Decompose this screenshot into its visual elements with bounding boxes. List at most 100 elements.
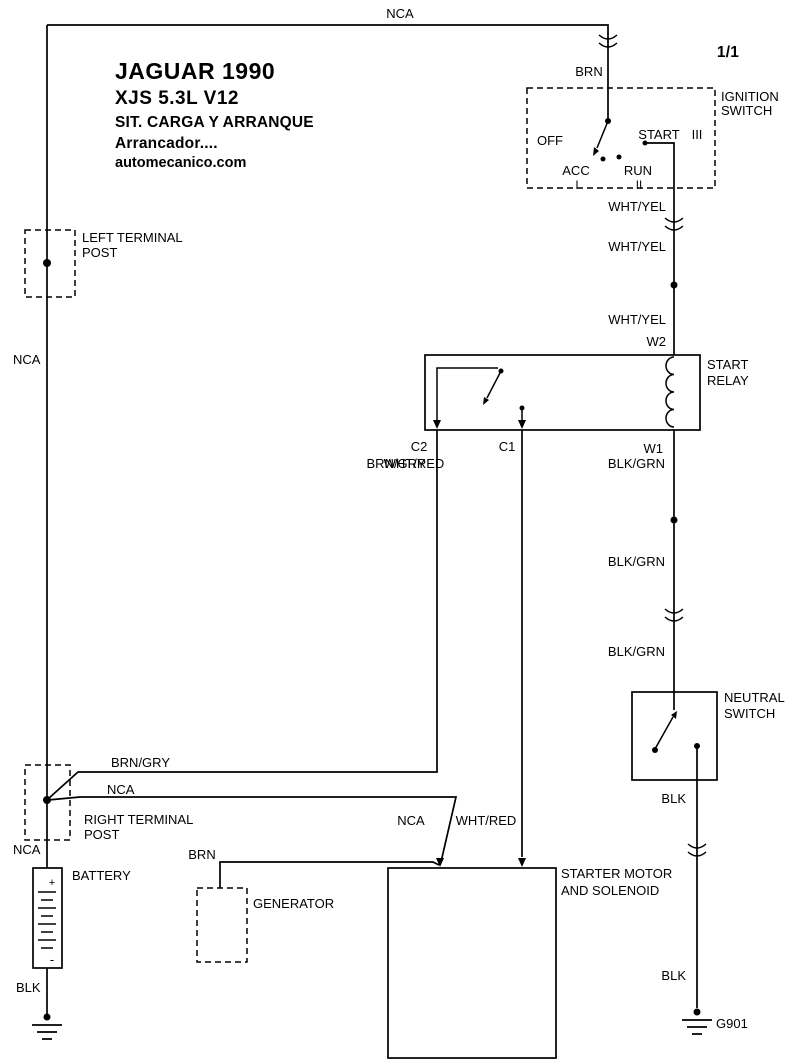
battery-plates-icon bbox=[38, 891, 56, 949]
relay-blade-arrow-icon bbox=[483, 397, 489, 405]
switch-blade bbox=[596, 120, 609, 149]
neutral-switch-label-1: NEUTRAL bbox=[724, 690, 785, 705]
switch-blade bbox=[654, 716, 674, 750]
wire-label-wht-yel-1: WHT/YEL bbox=[608, 199, 666, 214]
generator-label: GENERATOR bbox=[253, 896, 334, 911]
terminal-c2-label: C2 bbox=[411, 439, 428, 454]
wire-c2-brn-gry: BRN/GRY bbox=[47, 430, 438, 800]
wire-blk-to-ground: BLK BLK bbox=[661, 746, 707, 1008]
terminal-w2-label: W2 bbox=[647, 334, 667, 349]
ignition-switch-label-2: SWITCH bbox=[721, 103, 772, 118]
pos-start-label: START bbox=[638, 127, 679, 142]
wire-label-brn-gry-overlap: BRN/GRY bbox=[367, 456, 426, 471]
pos-off-label: OFF bbox=[537, 133, 563, 148]
starter-motor-box bbox=[387, 867, 557, 1059]
wire-label-nca-starter: NCA bbox=[397, 813, 425, 828]
terminal-w1-label: W1 bbox=[644, 441, 664, 456]
generator: BRN GENERATOR bbox=[188, 847, 440, 963]
wire-segment bbox=[219, 861, 440, 888]
contact-dot bbox=[600, 156, 606, 162]
wire-label-nca-battery: NCA bbox=[13, 842, 41, 857]
wire-label-wht-red-overlap: WHT/RED bbox=[384, 456, 445, 471]
wire-wht-yel: WHT/YEL WHT/YEL WHT/YEL W2 bbox=[608, 188, 684, 355]
inline-connector-icon bbox=[687, 843, 707, 849]
relay-contact-wire bbox=[436, 367, 498, 420]
pos-run-roman: II bbox=[636, 180, 642, 192]
ground-icon bbox=[32, 1024, 62, 1040]
wire-label-nca-top: NCA bbox=[386, 6, 414, 21]
inline-connector-icon bbox=[687, 851, 707, 857]
inline-connector-icon bbox=[664, 608, 684, 614]
wire-nca-to-starter: NCA NCA bbox=[47, 782, 458, 867]
wire-label-brn-gry: BRN/GRY bbox=[111, 755, 170, 770]
wire-main-left: NCA NCA bbox=[13, 25, 51, 868]
inline-connector-icon bbox=[598, 34, 618, 40]
right-terminal-post-label-1: RIGHT TERMINAL bbox=[84, 812, 193, 827]
wire-label-blk-grn-3: BLK/GRN bbox=[608, 644, 665, 659]
start-relay-box bbox=[424, 354, 701, 431]
terminal-c1-label: C1 bbox=[499, 439, 516, 454]
ignition-switch: IGNITION SWITCH OFF ACC I RUN II START I… bbox=[526, 87, 779, 192]
wire-label-wht-yel-3: WHT/YEL bbox=[608, 312, 666, 327]
left-terminal-post-label-1: LEFT TERMINAL bbox=[82, 230, 183, 245]
right-terminal-post-label-2: POST bbox=[84, 827, 119, 842]
starter-motor-label-1: STARTER MOTOR bbox=[561, 866, 672, 881]
relay-blade bbox=[486, 370, 502, 399]
wire-label-nca-left: NCA bbox=[13, 352, 41, 367]
ground-symbol-left bbox=[32, 1013, 62, 1040]
relay-coil-icon bbox=[665, 356, 675, 428]
junction-dot bbox=[693, 1008, 701, 1016]
junction-dot bbox=[43, 259, 51, 267]
title-line-1: JAGUAR 1990 bbox=[115, 58, 275, 84]
wire-c1-wht-red: WHT/RED bbox=[456, 430, 526, 867]
wire-blk-grn: BLK/GRN BLK/GRN BLK/GRN bbox=[608, 430, 684, 692]
start-relay-label-1: START bbox=[707, 357, 748, 372]
wire-label-blk-grn-2: BLK/GRN bbox=[608, 554, 665, 569]
switch-blade-arrow-icon bbox=[671, 711, 677, 719]
title-line-2: XJS 5.3L V12 bbox=[115, 88, 239, 109]
wire-label-blk-2: BLK bbox=[661, 968, 686, 983]
neutral-switch: NEUTRAL SWITCH bbox=[631, 690, 785, 781]
battery-box bbox=[32, 867, 63, 969]
start-relay-label-2: RELAY bbox=[707, 373, 749, 388]
battery: + - BATTERY BLK bbox=[16, 867, 131, 1014]
inline-connector-icon bbox=[664, 616, 684, 622]
title-line-5: automecanico.com bbox=[115, 155, 246, 171]
ground-symbol-right: G901 bbox=[682, 1008, 748, 1035]
wire-label-nca-bottom: NCA bbox=[107, 782, 135, 797]
left-terminal-post-label-2: POST bbox=[82, 245, 117, 260]
wire-label-wht-red: WHT/RED bbox=[456, 813, 517, 828]
arrow-down-icon bbox=[433, 420, 441, 429]
wire-segment bbox=[47, 430, 438, 800]
right-terminal-post: RIGHT TERMINAL POST bbox=[24, 764, 193, 842]
page-indicator: 1/1 bbox=[717, 44, 739, 61]
start-relay: START RELAY C2 C1 W1 BRN/GRY WHT/RED bbox=[367, 354, 749, 471]
pos-acc-roman: I bbox=[575, 180, 578, 192]
arrow-down-icon bbox=[436, 858, 444, 867]
wire-segment bbox=[645, 142, 675, 188]
title-line-4: Arrancador.... bbox=[115, 135, 218, 152]
junction-dot bbox=[670, 516, 678, 524]
starter-motor-label-2: AND SOLENOID bbox=[561, 883, 659, 898]
pos-acc-label: ACC bbox=[562, 163, 589, 178]
title-block: JAGUAR 1990 XJS 5.3L V12 SIT. CARGA Y AR… bbox=[115, 58, 314, 171]
pos-start-roman: III bbox=[692, 127, 703, 142]
wire-segment bbox=[47, 796, 458, 863]
contact-dot bbox=[652, 747, 658, 753]
pos-run-label: RUN bbox=[624, 163, 652, 178]
left-terminal-post-box bbox=[24, 229, 76, 298]
junction-dot bbox=[43, 1013, 51, 1021]
wire-top-nca: NCA BRN bbox=[47, 6, 618, 88]
ignition-switch-box bbox=[526, 87, 716, 189]
inline-connector-icon bbox=[664, 217, 684, 223]
wire-label-brn-generator: BRN bbox=[188, 847, 215, 862]
generator-box bbox=[196, 887, 248, 963]
inline-connector-icon bbox=[598, 42, 618, 48]
ground-icon bbox=[682, 1019, 712, 1035]
junction-dot bbox=[670, 281, 678, 289]
ground-id-label: G901 bbox=[716, 1016, 748, 1031]
starter-motor: STARTER MOTOR AND SOLENOID bbox=[387, 866, 672, 1059]
wire-label-blk-1: BLK bbox=[661, 791, 686, 806]
